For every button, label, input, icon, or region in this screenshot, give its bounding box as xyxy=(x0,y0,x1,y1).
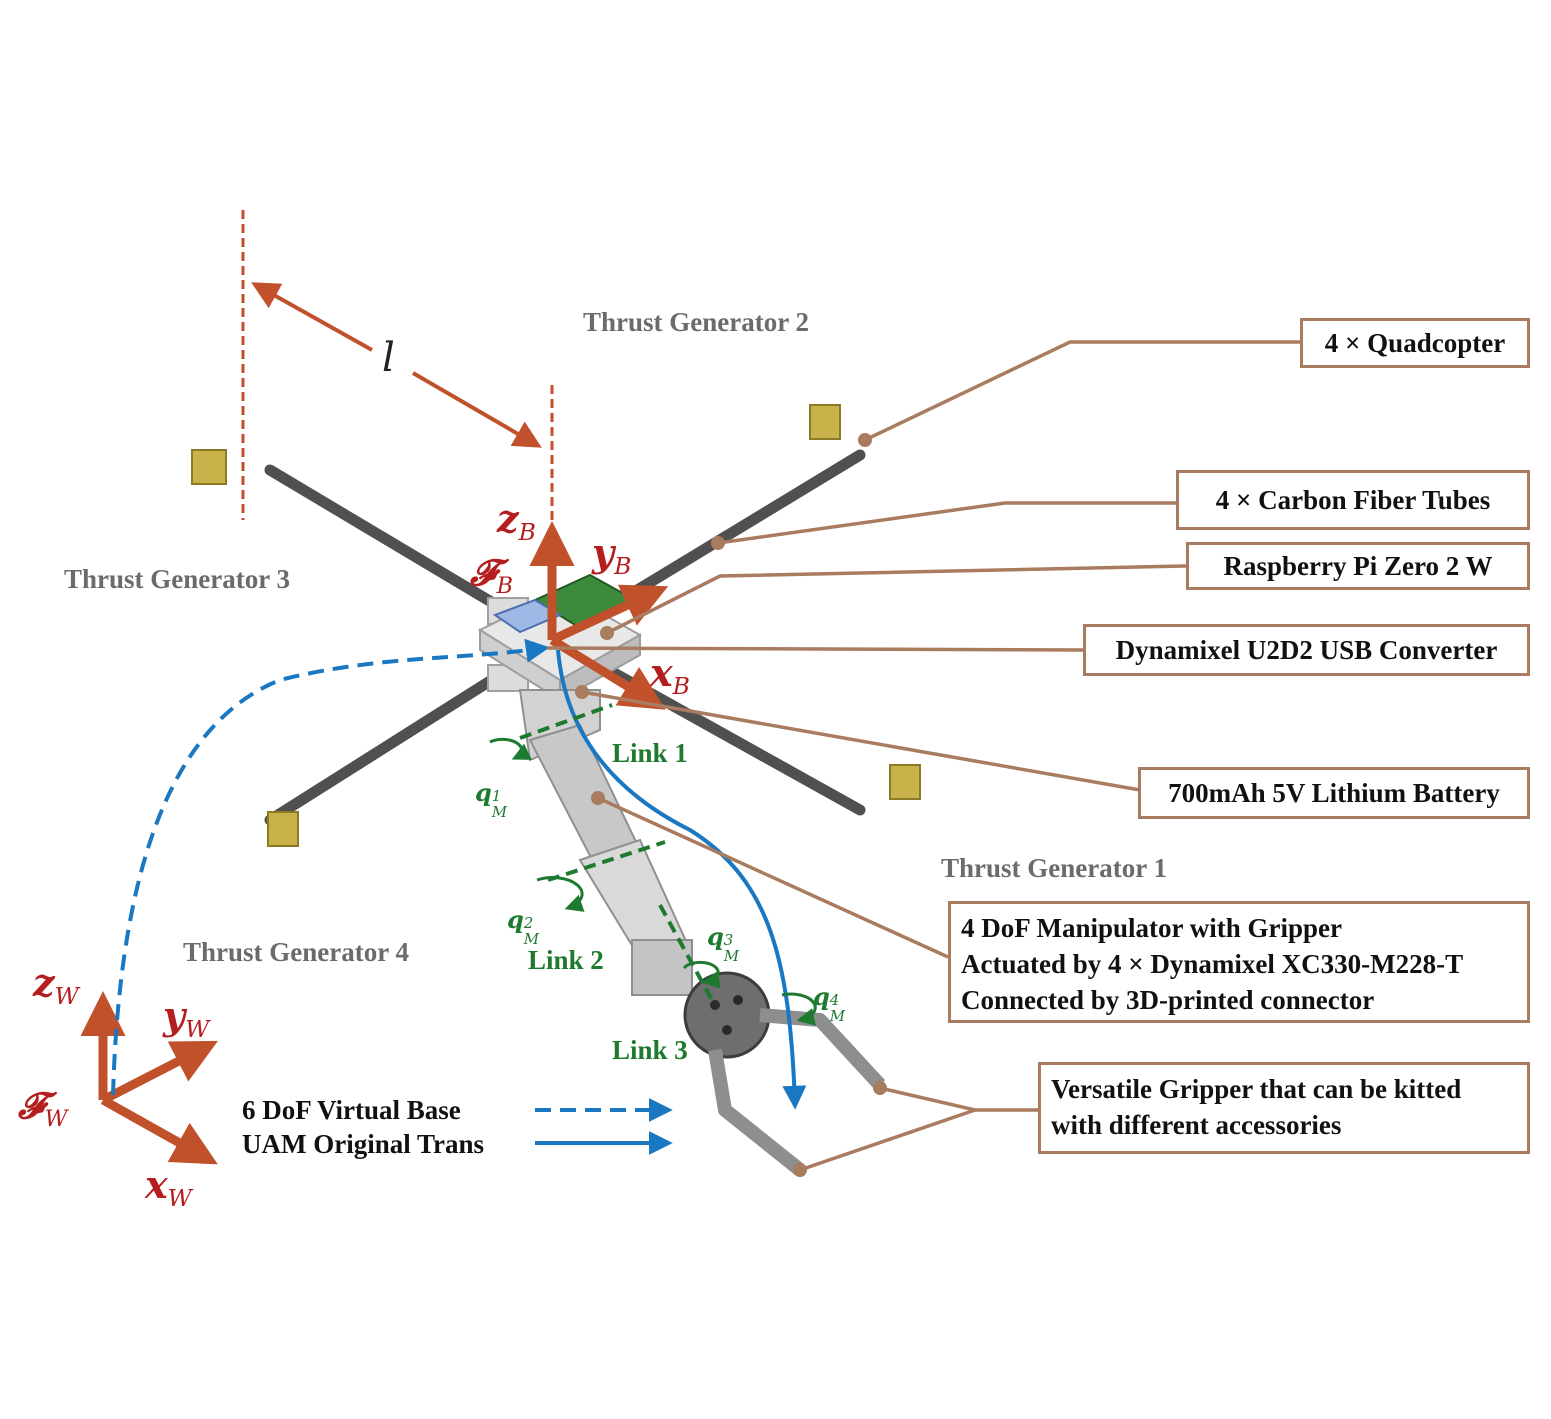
callout-quadcopter: 4 × Quadcopter xyxy=(1300,318,1530,368)
joint-rotation-arcs xyxy=(489,737,817,1026)
legend-original-trans: UAM Original Trans xyxy=(242,1129,485,1159)
callout-dots xyxy=(575,433,887,1177)
callout-u2d2-converter: Dynamixel U2D2 USB Converter xyxy=(1083,624,1530,676)
length-arrow-left xyxy=(251,282,373,352)
battery-pack xyxy=(267,811,299,847)
label-x-world: xW xyxy=(145,1162,192,1213)
length-arrow-right xyxy=(411,371,542,448)
manipulator-line-1: 4 DoF Manipulator with Gripper xyxy=(961,913,1343,943)
callout-carbon-fiber-tubes: 4 × Carbon Fiber Tubes xyxy=(1176,470,1530,530)
virtual-base-path xyxy=(111,638,550,1096)
label-frame-body: 𝓕B xyxy=(470,552,513,599)
world-frame-axes xyxy=(80,991,219,1165)
label-link-2: Link 2 xyxy=(528,945,604,975)
callout-raspberry-pi: Raspberry Pi Zero 2 W xyxy=(1186,542,1530,590)
label-link-1: Link 1 xyxy=(612,738,688,768)
legend-virtual-base: 6 DoF Virtual Base xyxy=(242,1095,461,1125)
label-thrust-generator-2: Thrust Generator 2 xyxy=(583,307,809,337)
label-thrust-generator-4: Thrust Generator 4 xyxy=(183,937,409,967)
body-frame-axes xyxy=(529,521,669,710)
manipulator-line-3: Connected by 3D-printed connector xyxy=(961,985,1375,1015)
label-y-world: yW xyxy=(163,993,210,1044)
tube-connector xyxy=(487,664,529,692)
battery-pack xyxy=(889,764,921,800)
label-y-body: yB xyxy=(592,530,632,581)
label-thrust-generator-3: Thrust Generator 3 xyxy=(64,564,290,594)
battery-pack xyxy=(809,404,841,440)
gripper xyxy=(708,1008,886,1176)
label-frame-world: 𝓕W xyxy=(18,1085,68,1132)
gripper-line-1: Versatile Gripper that can be kitted xyxy=(1051,1074,1462,1104)
label-z-body: zB xyxy=(497,496,536,547)
label-x-body: xB xyxy=(650,650,690,701)
link-segments xyxy=(519,703,714,1001)
label-z-world: zW xyxy=(33,960,79,1011)
manipulator-line-2: Actuated by 4 × Dynamixel XC330-M228-T xyxy=(961,949,1464,979)
callout-leaders xyxy=(546,340,1300,1172)
gripper-line-2: with different accessories xyxy=(1051,1110,1342,1140)
original-trans-path xyxy=(556,649,807,1110)
callout-lithium-battery: 700mAh 5V Lithium Battery xyxy=(1138,767,1530,819)
label-thrust-generator-1: Thrust Generator 1 xyxy=(941,853,1167,883)
label-link-3: Link 3 xyxy=(612,1035,688,1065)
callout-gripper: Versatile Gripper that can be kitted wit… xyxy=(1038,1062,1530,1154)
arm-length-symbol: l xyxy=(382,335,395,381)
battery-pack xyxy=(191,449,227,485)
callout-manipulator: 4 DoF Manipulator with Gripper Actuated … xyxy=(948,901,1530,1023)
